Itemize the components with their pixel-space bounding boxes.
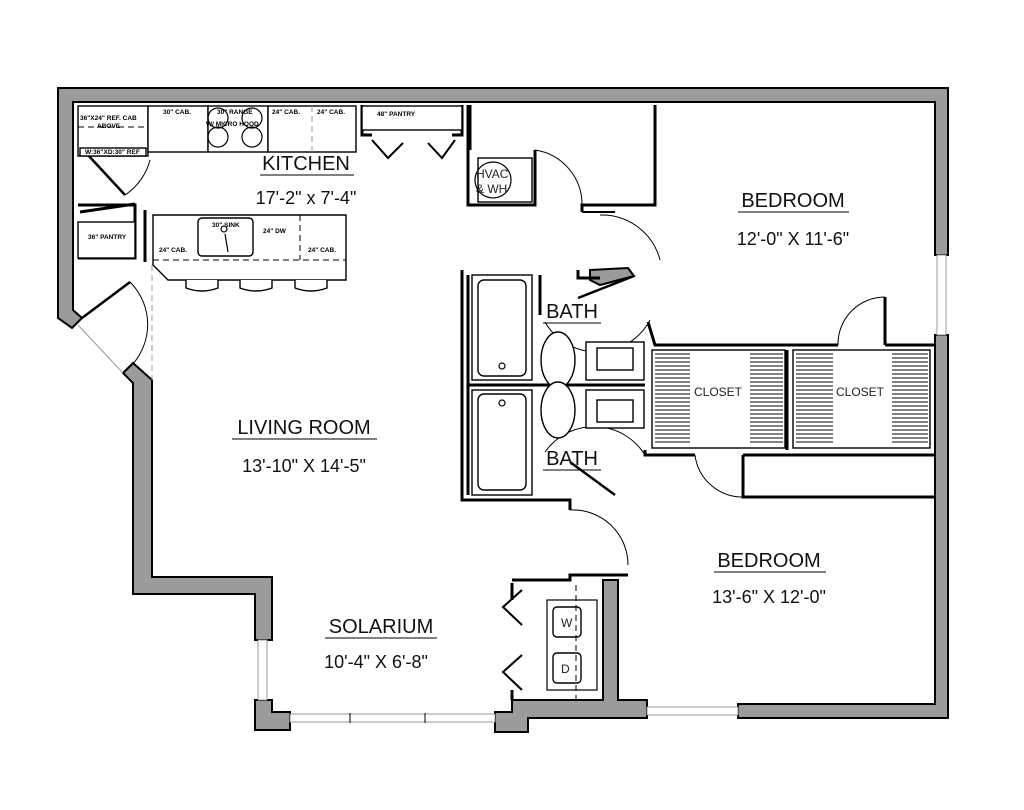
bedroom1-name: BEDROOM (741, 190, 844, 212)
dryer-label: D (561, 662, 570, 676)
solarium-name: SOLARIUM (329, 616, 433, 638)
living-room-name: LIVING ROOM (237, 417, 370, 439)
solarium-size: 10'-4" X 6'-8" (324, 652, 428, 672)
dw-label: 24" DW (263, 228, 287, 235)
washer-label: W (561, 616, 573, 630)
ref-cab-above-label: ABOVE (97, 123, 121, 130)
cabinet-labels: 36"X24" REF. CAB ABOVE W:36"XD:30" REF 3… (80, 109, 509, 254)
pantry36-label: 36" PANTRY (88, 234, 127, 241)
windows (77, 254, 947, 723)
range-label: 30" RANGE (217, 109, 253, 116)
micro-hood-label: W/ MICRO HOOD (206, 121, 259, 128)
exterior-walls (57, 87, 949, 733)
cab30-label: 30" CAB. (163, 109, 191, 116)
wh-label: & WH (476, 182, 507, 196)
closet1-name: CLOSET (694, 385, 743, 399)
kitchen-size: 17'-2" x 7'-4" (256, 188, 357, 208)
cab24c-label: 24" CAB. (159, 247, 187, 254)
hvac-label: HVAC (476, 167, 509, 181)
cab24b-label: 24" CAB. (317, 109, 345, 116)
closet-shelving (651, 349, 931, 449)
bedroom2-name: BEDROOM (717, 550, 820, 572)
pantry48-label: 48" PANTRY (377, 111, 416, 118)
ref-label: W:36"XD:30" REF (85, 149, 140, 156)
bath1-name: BATH (546, 301, 598, 323)
cab24a-label: 24" CAB. (272, 109, 300, 116)
laundry: W D (546, 585, 598, 700)
bath2-name: BATH (546, 448, 598, 470)
sink-label: 30" SINK (212, 222, 240, 229)
room-labels: KITCHEN 17'-2" x 7'-4" BEDROOM 12'-0" X … (232, 153, 885, 672)
bedroom1-size: 12'-0" X 11'-6" (737, 229, 849, 249)
cab24d-label: 24" CAB. (308, 247, 336, 254)
doors (79, 139, 886, 691)
ref-cab-label: 36"X24" REF. CAB (80, 115, 137, 122)
bath-fixtures (471, 274, 645, 496)
bedroom2-size: 13'-6" X 12'-0" (712, 587, 826, 607)
kitchen-cabinets (77, 105, 533, 380)
living-room-size: 13'-10" X 14'-5" (242, 456, 366, 476)
kitchen-name: KITCHEN (262, 153, 350, 175)
closet2-name: CLOSET (836, 385, 885, 399)
